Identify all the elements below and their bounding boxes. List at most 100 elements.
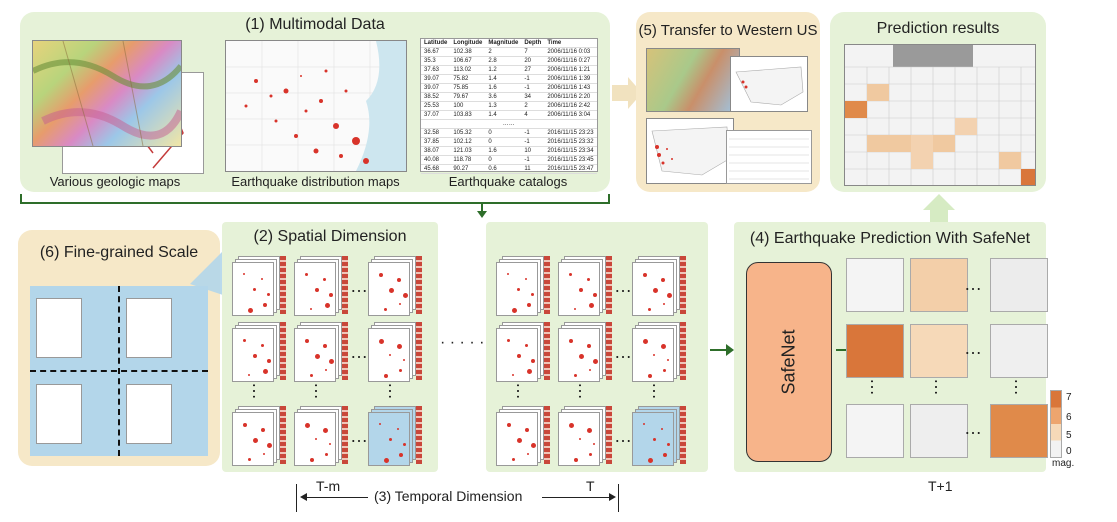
earthquake-dot <box>379 339 384 344</box>
panel-title: (2) Spatial Dimension <box>253 228 407 245</box>
output-cell <box>990 324 1048 378</box>
earthquake-dot <box>525 344 528 347</box>
earthquake-dot <box>507 273 509 275</box>
earthquake-dot <box>587 428 592 433</box>
table-cell: 2016/11/15 23:34 <box>544 146 597 156</box>
safenet-panel: (4) Earthquake Prediction With SafeNet S… <box>734 222 1048 472</box>
multimodal-data-panel: (1) Multimodal Data Various geologic map… <box>20 12 610 192</box>
earthquake-dot <box>325 303 330 308</box>
geologic-map <box>32 40 182 147</box>
table-cell: 0 <box>485 128 522 138</box>
earthquake-dot <box>397 278 401 282</box>
temporal-gap-ellipsis: · · · · · · <box>440 334 495 351</box>
time-series-bar <box>416 322 422 380</box>
earthquake-dot <box>512 458 515 461</box>
earthquake-dot <box>389 288 394 293</box>
output-cell <box>846 404 904 458</box>
timeline-left-arrow <box>302 497 368 498</box>
table-cell: 2016/11/15 23:23 <box>544 128 597 138</box>
panel-title: (5) Transfer to Western US <box>638 22 818 39</box>
table-cell: 2006/11/16 0:27 <box>544 56 597 66</box>
row-ellipsis: … <box>350 342 370 362</box>
col-depth: Depth <box>521 39 545 48</box>
earthquake-dot <box>648 458 653 463</box>
timeline-center-label: (3) Temporal Dimension <box>374 488 523 504</box>
column-ellipsis: … <box>249 382 269 402</box>
earthquake-dot <box>399 369 402 372</box>
earthquake-dot <box>384 458 389 463</box>
down-arrow-head <box>477 211 487 218</box>
timeline-right-arrowhead <box>609 493 616 501</box>
arrow-to-results <box>930 210 948 224</box>
earthquake-dot <box>579 288 583 292</box>
row-ellipsis: … <box>964 274 984 294</box>
table-cell: 2016/11/15 23:45 <box>544 155 597 165</box>
earthquake-dot <box>384 308 387 311</box>
earthquake-dot <box>253 354 257 358</box>
earthquake-dot <box>243 339 246 342</box>
table-cell: 2006/11/16 1:39 <box>544 74 597 84</box>
earthquake-dot <box>574 308 576 310</box>
map-stack-sheet <box>294 262 336 316</box>
row-ellipsis: … <box>964 418 984 438</box>
earthquake-dot <box>661 344 666 349</box>
table-cell: 25.53 <box>421 101 451 111</box>
earthquake-dot <box>587 278 590 281</box>
map-stack-sheet <box>632 262 674 316</box>
table-cell: 1.6 <box>485 83 522 93</box>
panel-title: (1) Multimodal Data <box>245 16 385 33</box>
table-cell: 2 <box>485 47 522 57</box>
column-ellipsis: … <box>575 382 595 402</box>
earthquake-dot <box>589 303 594 308</box>
spatial-dimension-panel-right: ……………… <box>486 222 708 472</box>
earthquake-dot <box>579 354 584 359</box>
col-longitude: Longitude <box>450 39 486 48</box>
map-stack-sheet <box>368 262 410 316</box>
earthquake-dot <box>512 374 514 376</box>
table-cell: 2006/11/16 2:42 <box>544 101 597 111</box>
earthquake-dot <box>397 344 402 349</box>
table-cell: 32.58 <box>421 128 451 138</box>
earthquake-dot <box>329 359 334 364</box>
output-cell <box>846 324 904 378</box>
earthquake-dot <box>663 453 667 457</box>
table-cell: 118.78 <box>450 155 486 165</box>
timeline-start-label: T-m <box>316 478 341 494</box>
earthquake-dot <box>574 458 578 462</box>
time-series-bar <box>680 256 686 314</box>
earthquake-dot <box>243 273 245 275</box>
us-earthquake-map <box>646 118 734 184</box>
earthquake-dot <box>403 293 408 298</box>
output-cell <box>910 324 968 378</box>
earthquake-dot <box>643 423 645 425</box>
table-cell: 0 <box>485 137 522 147</box>
arrow-to-transfer <box>612 85 628 101</box>
safenet-model-box: SafeNet <box>746 262 832 462</box>
table-cell: 4 <box>521 110 545 120</box>
col-time: Time <box>544 39 597 48</box>
earthquake-dot <box>527 303 531 307</box>
time-series-bar <box>544 322 550 380</box>
earthquake-dot <box>379 423 381 425</box>
earthquake-dot <box>310 308 312 310</box>
table-cell: 10 <box>521 146 545 156</box>
earthquake-dot <box>593 443 595 445</box>
output-cell <box>990 258 1048 312</box>
transfer-panel: (5) Transfer to Western US <box>636 12 820 192</box>
earthquake-dot <box>527 369 532 374</box>
earthquake-dot <box>323 344 327 348</box>
earthquake-dot <box>267 443 272 448</box>
map-stack-sheet <box>558 412 600 466</box>
col-magnitude: Magnitude <box>485 39 522 48</box>
output-cell <box>990 404 1048 458</box>
map-stack-sheet <box>232 412 274 466</box>
row-ellipsis: … <box>350 426 370 446</box>
earthquake-dot <box>248 308 253 313</box>
earthquake-dot <box>525 278 527 280</box>
earthquake-dot <box>261 344 264 347</box>
earthquake-dot <box>517 354 521 358</box>
earthquake-dot <box>248 374 250 376</box>
